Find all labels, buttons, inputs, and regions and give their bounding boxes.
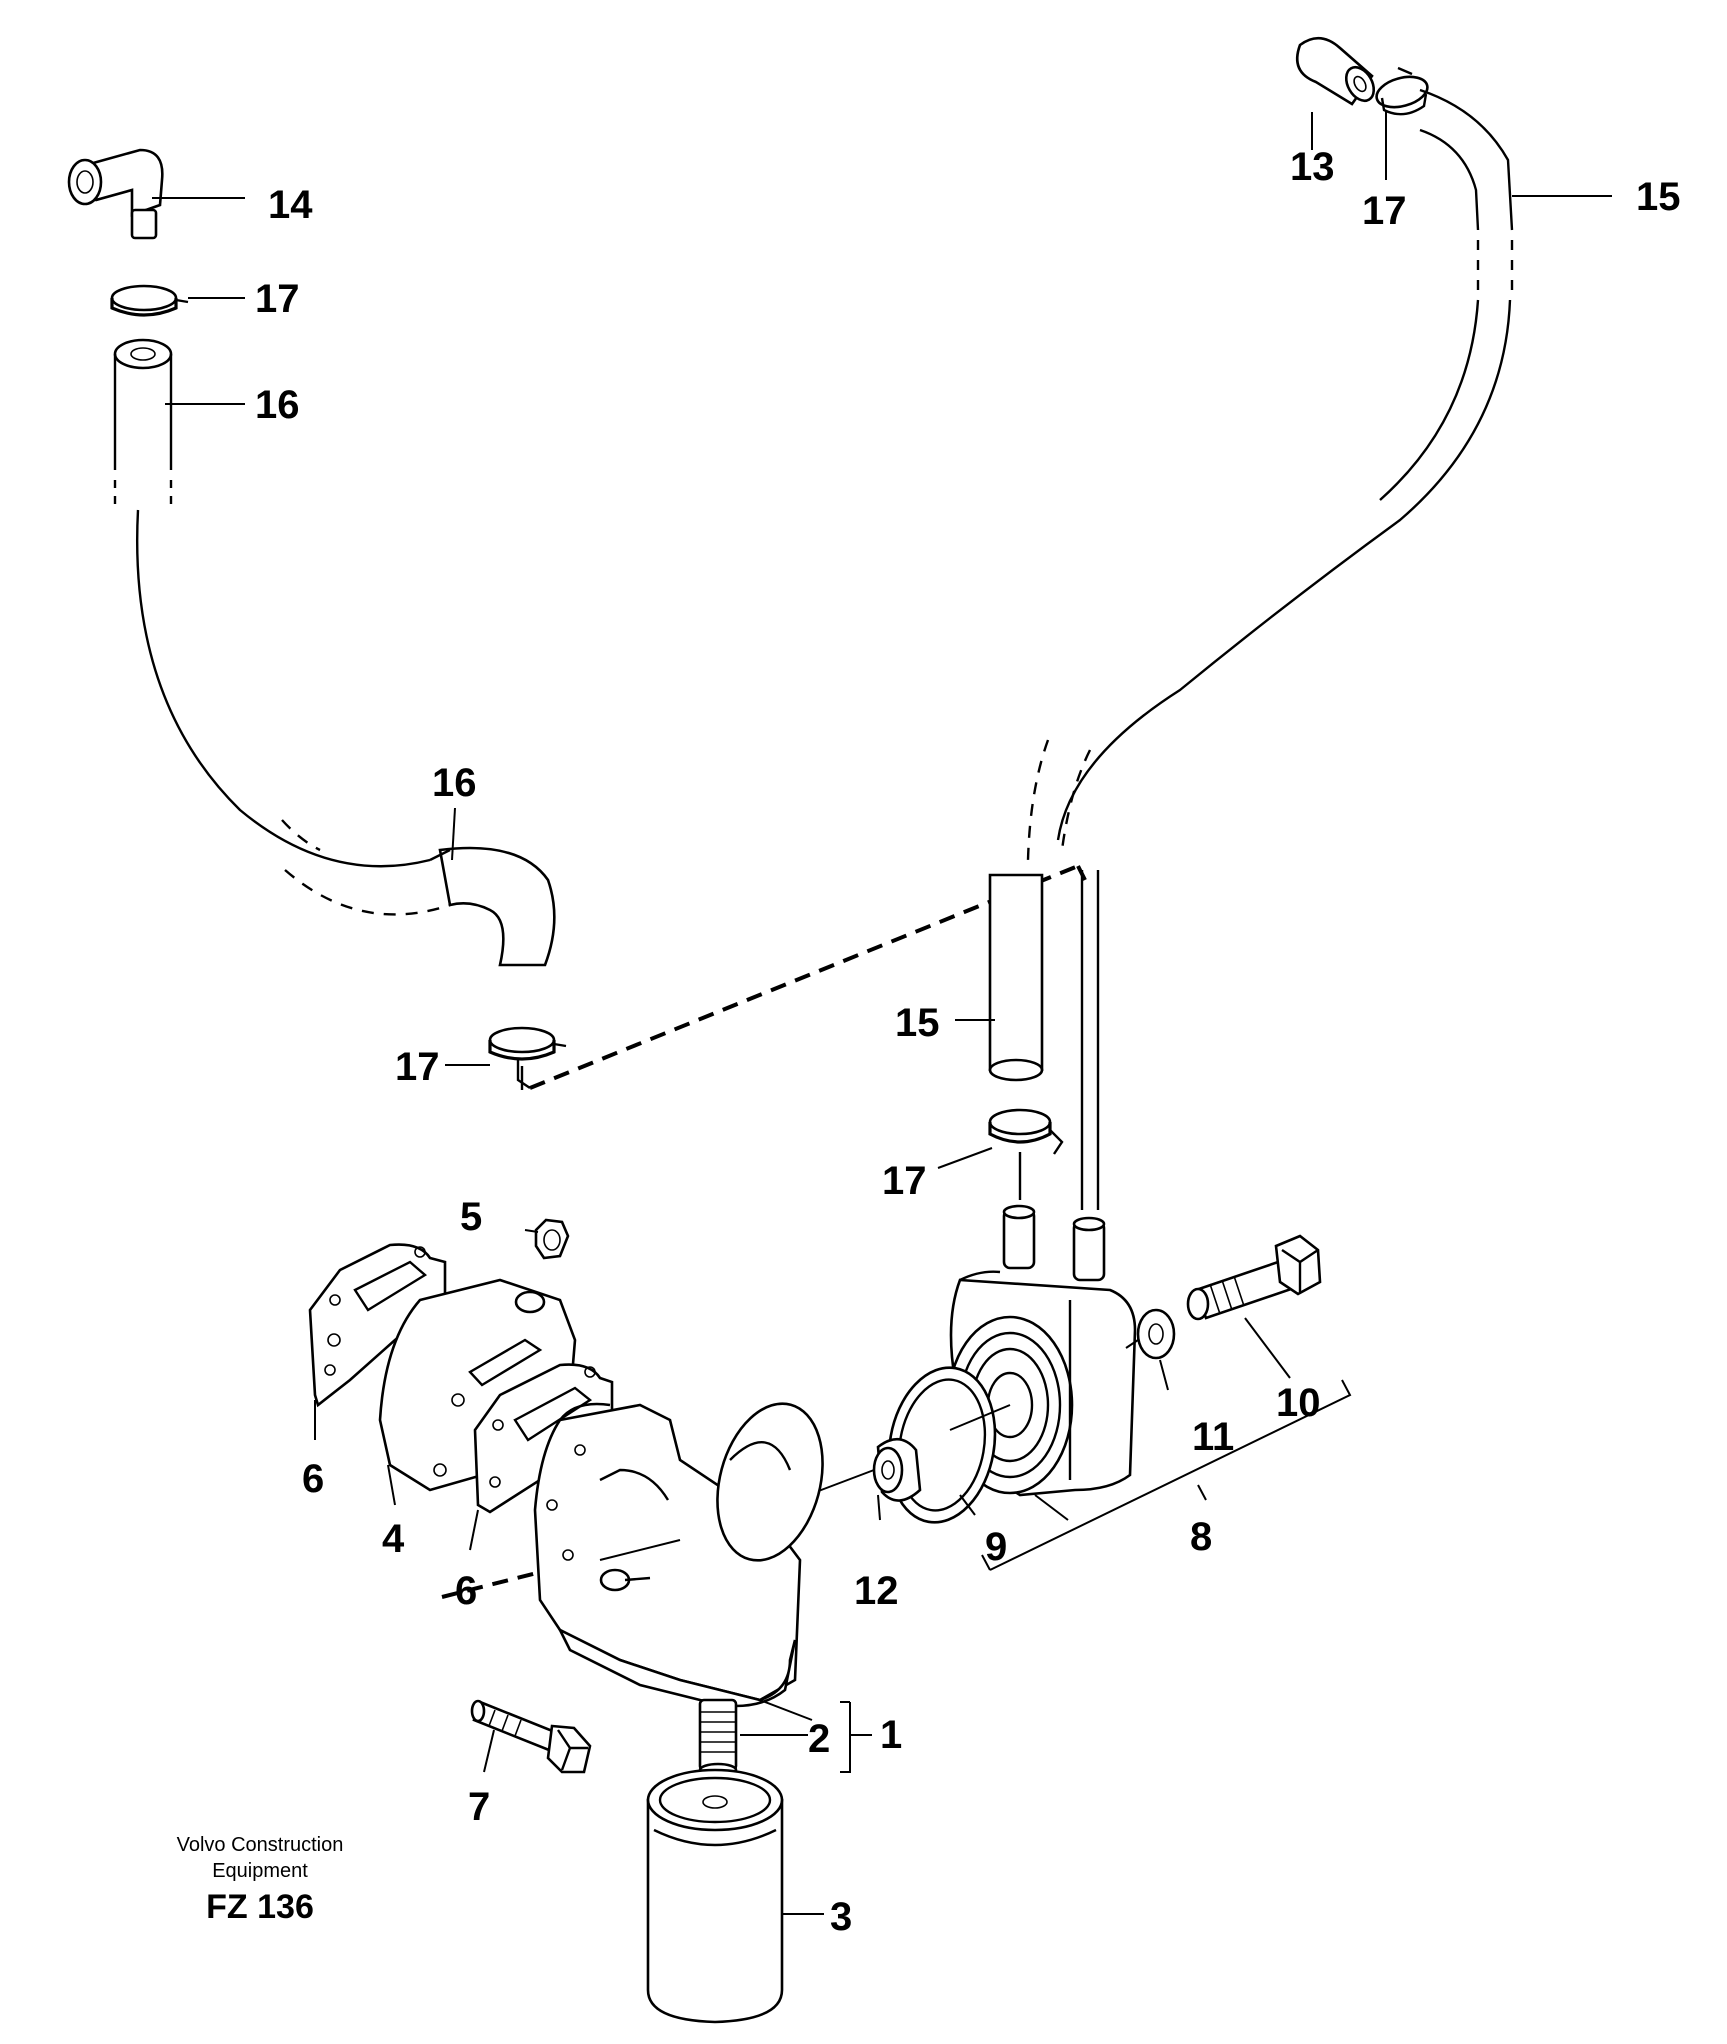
bolt-part-10 bbox=[1186, 1234, 1322, 1321]
callout-3: 3 bbox=[830, 1895, 852, 1939]
nipple-part-12 bbox=[799, 1437, 922, 1502]
callout-7: 7 bbox=[468, 1785, 490, 1829]
hose-clamp-part-17-c bbox=[1375, 66, 1429, 116]
callout-6-a: 6 bbox=[302, 1457, 324, 1501]
callout-4: 4 bbox=[382, 1517, 405, 1561]
leader-lines bbox=[152, 110, 1612, 1915]
hose-clamp-part-17-b bbox=[488, 1026, 567, 1090]
figure-code: FZ 136 bbox=[206, 1888, 314, 1926]
callout-1: 1 bbox=[880, 1713, 902, 1757]
callout-17-c: 17 bbox=[1362, 189, 1407, 233]
washer-part-11 bbox=[1125, 1308, 1176, 1360]
callout-12: 12 bbox=[854, 1569, 899, 1613]
elbow-fitting-part-14 bbox=[67, 148, 164, 240]
callout-5: 5 bbox=[460, 1195, 482, 1239]
callout-16-a: 16 bbox=[255, 383, 300, 427]
callout-17-d: 17 bbox=[882, 1159, 927, 1203]
callout-11: 11 bbox=[1192, 1415, 1234, 1459]
callout-labels: 14 17 16 16 17 13 17 15 15 17 5 6 4 6 12… bbox=[255, 145, 1681, 1939]
filter-housing-part-1 bbox=[533, 1402, 824, 1708]
gasket-part-6-left bbox=[308, 1243, 447, 1408]
callout-16-b: 16 bbox=[432, 761, 477, 805]
callout-15-b: 15 bbox=[895, 1001, 940, 1045]
hose-part-16 bbox=[113, 338, 556, 967]
callout-14: 14 bbox=[268, 183, 313, 227]
callout-6-b: 6 bbox=[455, 1569, 477, 1613]
callout-8: 8 bbox=[1190, 1515, 1212, 1559]
threaded-nipple-part-2 bbox=[698, 1698, 738, 1778]
hose-part-15-lower bbox=[988, 873, 1044, 1082]
callout-10: 10 bbox=[1276, 1381, 1321, 1425]
callout-17-b: 17 bbox=[395, 1045, 440, 1089]
caption-manufacturer-line1: Volvo Construction bbox=[176, 1834, 344, 1856]
figure-caption: Volvo Construction Equipment FZ 136 bbox=[140, 1832, 380, 1927]
callout-2: 2 bbox=[808, 1717, 830, 1761]
gasket-part-6-right bbox=[473, 1363, 614, 1514]
hose-clamp-part-17-d bbox=[988, 1108, 1064, 1200]
oil-filter-part-3 bbox=[646, 1768, 784, 2024]
caption-manufacturer-line2: Equipment bbox=[212, 1860, 308, 1882]
callout-13: 13 bbox=[1290, 145, 1335, 189]
fitting-part-13 bbox=[1295, 36, 1376, 106]
callout-15-a: 15 bbox=[1636, 175, 1681, 219]
bolt-part-7 bbox=[470, 1699, 592, 1774]
callout-17-a: 17 bbox=[255, 277, 300, 321]
nut-part-5 bbox=[524, 1218, 570, 1260]
hose-clamp-part-17-a bbox=[110, 284, 189, 317]
hose-part-15-upper bbox=[1026, 88, 1514, 1210]
callout-9: 9 bbox=[985, 1525, 1007, 1569]
